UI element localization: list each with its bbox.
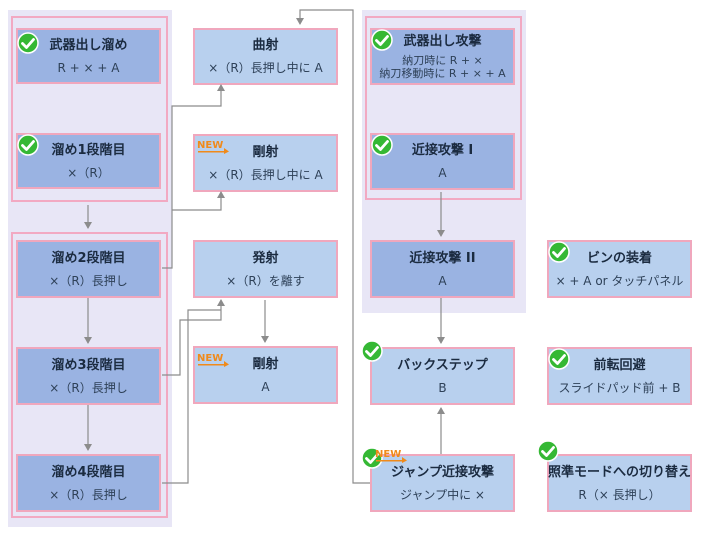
node-title: 剛射 xyxy=(252,356,279,372)
node-title: 溜め4段階目 xyxy=(51,464,126,480)
node-title: 武器出し溜め xyxy=(49,37,128,53)
node-buki-dashi-tame[interactable]: 武器出し溜め R + × + A xyxy=(16,28,161,84)
node-command: ×（R）長押し xyxy=(49,380,128,395)
new-badge-icon: NEW xyxy=(197,140,229,154)
node-zenten-kaihi[interactable]: 前転回避 スライドパッド前 + B xyxy=(547,347,692,405)
green-check-icon xyxy=(548,348,570,370)
node-command: ×（R）長押し xyxy=(49,273,128,288)
node-command: ジャンプ中に × xyxy=(400,487,485,502)
green-check-icon xyxy=(17,134,39,156)
node-command: R（× 長押し） xyxy=(578,487,661,502)
new-badge-text: NEW xyxy=(197,140,223,151)
arrow-tame2-to-gousha xyxy=(172,191,225,211)
new-badge-text: NEW xyxy=(197,353,223,364)
node-command: A xyxy=(438,166,447,180)
new-badge-icon: NEW xyxy=(197,353,229,367)
node-command-sheathed-moving: 納刀移動時に R + × + A xyxy=(379,67,506,80)
node-command: A xyxy=(438,273,447,288)
node-shoujun-mode[interactable]: 照準モードへの切り替え R（× 長押し） xyxy=(547,454,692,512)
node-tame1[interactable]: 溜め1段階目 ×（R） xyxy=(16,133,161,189)
node-command: ×（R）長押し xyxy=(49,487,128,502)
new-badge-text: NEW xyxy=(375,449,401,460)
node-command: ×（R）を離す xyxy=(226,273,305,288)
green-check-icon xyxy=(361,340,383,362)
node-backstep[interactable]: バックステップ B xyxy=(370,347,515,405)
green-check-icon xyxy=(371,29,393,51)
node-kinsetsu2[interactable]: 近接攻撃 II A xyxy=(370,240,515,298)
node-hassha[interactable]: 発射 ×（R）を離す xyxy=(193,240,338,298)
green-check-icon xyxy=(537,440,559,462)
node-tame3[interactable]: 溜め3段階目 ×（R）長押し xyxy=(16,347,161,405)
node-tame4[interactable]: 溜め4段階目 ×（R）長押し xyxy=(16,454,161,512)
node-buki-dashi-kougeki[interactable]: 武器出し攻撃 納刀時に R + × 納刀移動時に R + × + A xyxy=(370,28,515,85)
node-title: 前転回避 xyxy=(593,357,646,373)
node-command: ×（R）長押し中に A xyxy=(208,167,323,182)
green-check-icon xyxy=(371,134,393,156)
node-title: 武器出し攻撃 xyxy=(403,34,482,49)
node-title: 溜め1段階目 xyxy=(51,142,126,158)
node-command: ×（R）長押し中に A xyxy=(208,61,323,75)
node-command: R + × + A xyxy=(57,60,120,75)
node-title: 発射 xyxy=(252,250,279,266)
node-kyokusha[interactable]: 曲射 ×（R）長押し中に A xyxy=(193,28,338,85)
node-title: 曲射 xyxy=(252,38,279,53)
node-tame2[interactable]: 溜め2段階目 ×（R）長押し xyxy=(16,240,161,298)
new-badge-icon: NEW xyxy=(375,449,407,463)
node-command: A xyxy=(261,379,270,394)
node-command-sheathed: 納刀時に R + × xyxy=(402,54,483,67)
node-bin-soucha[interactable]: ビンの装着 × + A or タッチパネル xyxy=(547,240,692,298)
node-title: バックステップ xyxy=(397,357,488,373)
node-title: 溜め3段階目 xyxy=(51,357,126,373)
node-command: × + A or タッチパネル xyxy=(555,273,684,288)
node-title: ジャンプ近接攻撃 xyxy=(391,464,494,480)
node-title: 照準モードへの切り替え xyxy=(548,464,692,480)
node-command: B xyxy=(438,380,447,395)
green-check-icon xyxy=(548,241,570,263)
node-command: スライドパッド前 + B xyxy=(558,380,681,395)
node-title: 近接攻撃 I xyxy=(411,143,474,158)
node-title: 剛射 xyxy=(252,144,279,160)
node-title: 近接攻撃 II xyxy=(409,250,476,266)
green-check-icon xyxy=(17,32,39,54)
node-command: ×（R） xyxy=(67,165,110,180)
node-jump-kinsetsu[interactable]: ジャンプ近接攻撃 ジャンプ中に × xyxy=(370,454,515,512)
node-title: ビンの装着 xyxy=(586,250,652,266)
node-title: 溜め2段階目 xyxy=(51,250,126,266)
node-kinsetsu1[interactable]: 近接攻撃 I A xyxy=(370,133,515,190)
